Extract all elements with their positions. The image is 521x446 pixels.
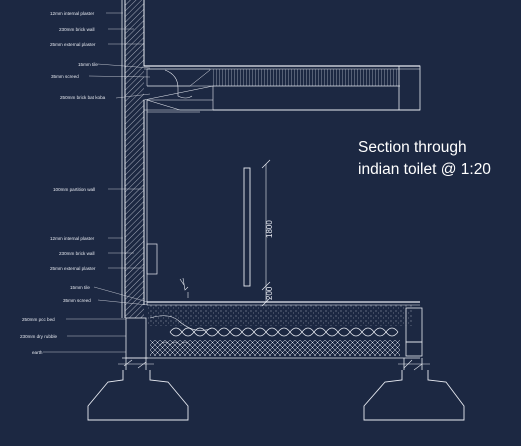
label-pcc-bed: 250mm pcc bed — [22, 317, 55, 322]
partition-wall: 1800 200 — [243, 159, 274, 307]
niche-detail — [146, 243, 158, 275]
label-external-plaster-bottom: 25mm external plaster — [50, 266, 96, 271]
label-internal-plaster-bottom: 12mm internal plaster — [50, 236, 95, 241]
label-dry-rubble: 230mm dry rubble — [20, 334, 57, 339]
right-footing — [363, 358, 465, 421]
upper-slab — [143, 65, 421, 113]
left-footing — [87, 358, 189, 421]
label-partition-wall: 100mm partition wall — [53, 187, 95, 192]
label-external-plaster-top: 25mm external plaster — [50, 42, 96, 47]
leader-lines — [43, 12, 151, 353]
label-screed-bottom: 35mm screed — [63, 298, 91, 303]
label-brick-wall-top: 230mm brick wall — [59, 27, 94, 32]
label-earth: earth — [32, 350, 43, 355]
partition-base-dimension: 200 — [265, 286, 274, 300]
tap-symbol — [179, 277, 189, 291]
drawing-title-line-2: indian toilet @ 1:20 — [358, 161, 491, 178]
main-wall — [121, 0, 148, 318]
label-internal-plaster-top: 12mm internal plaster — [50, 11, 95, 16]
partition-height-dimension: 1800 — [265, 220, 274, 238]
label-screed-top: 35mm screed — [51, 74, 79, 79]
label-brick-wall-bottom: 230mm brick wall — [59, 251, 94, 256]
label-brick-bat-koba: 250mm brick bat koba — [60, 95, 106, 100]
drawing-title-line-1: Section through — [358, 139, 467, 156]
label-tile-top: 15mm tile — [78, 62, 98, 67]
lower-floor — [122, 301, 423, 359]
label-tile-bottom: 15mm tile — [70, 285, 90, 290]
